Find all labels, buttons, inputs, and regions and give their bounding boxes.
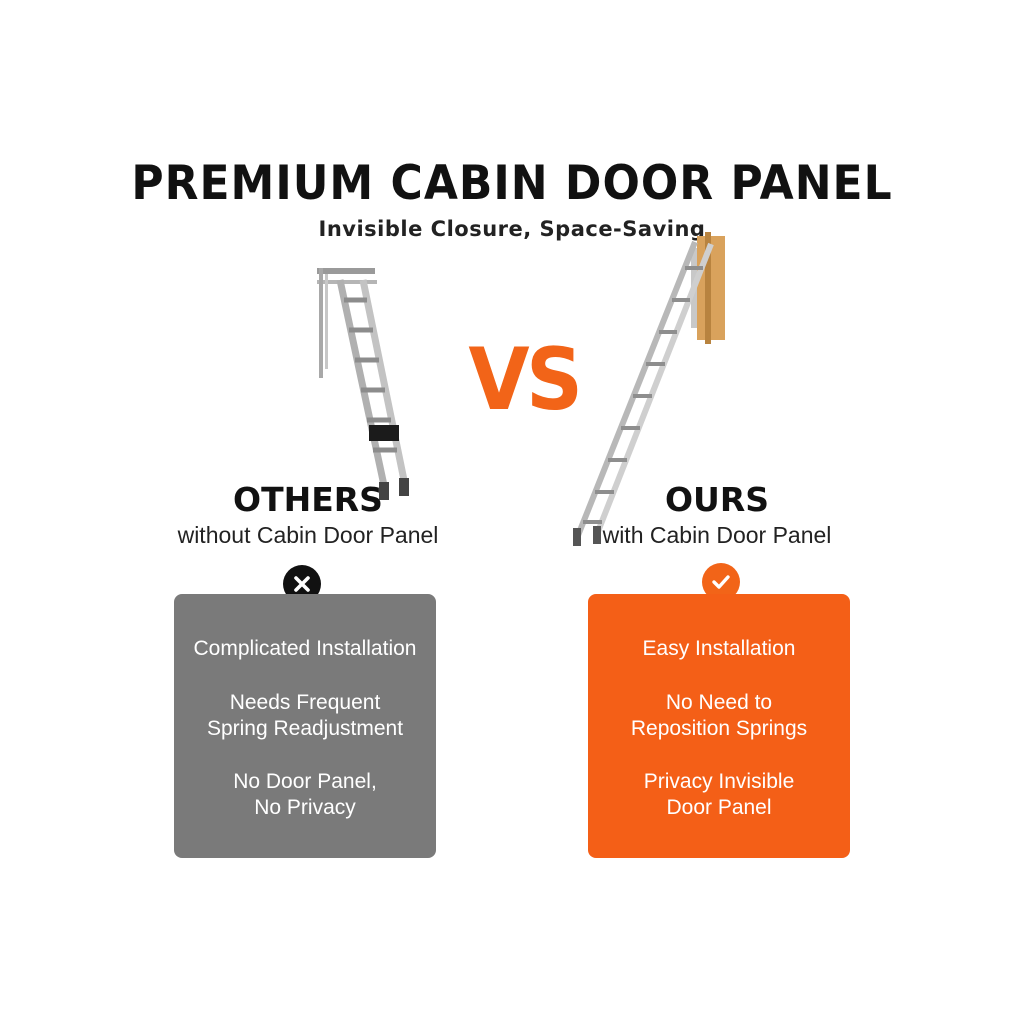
ours-subheading: with Cabin Door Panel <box>602 522 832 548</box>
others-feature-3: Spring Readjustment <box>206 717 404 740</box>
ours-feature-2: No Need to <box>665 691 773 714</box>
others-feature-2: Needs Frequent <box>229 691 381 714</box>
ours-feature-3: Reposition Springs <box>630 717 808 740</box>
others-feature-5: No Privacy <box>254 796 356 819</box>
others-subheading: without Cabin Door Panel <box>177 522 439 548</box>
ours-heading: OURS <box>664 480 770 519</box>
others-heading: OTHERS <box>233 480 383 519</box>
ours-feature-1: Easy Installation <box>642 637 796 660</box>
page-title: PREMIUM CABIN DOOR PANEL <box>131 155 893 212</box>
vs-label: VS <box>468 330 583 430</box>
others-ladder-image <box>317 268 409 500</box>
ours-feature-4: Privacy Invisible <box>643 770 795 793</box>
others-feature-1: Complicated Installation <box>193 637 417 660</box>
ours-feature-5: Door Panel <box>666 796 772 819</box>
others-feature-4: No Door Panel, <box>233 770 377 793</box>
others-features-card: Complicated Installation Needs Frequent … <box>174 594 436 858</box>
ours-ladder-image <box>573 232 725 546</box>
page-subtitle: Invisible Closure, Space-Saving <box>318 217 706 241</box>
ours-features-card: Easy Installation No Need to Reposition … <box>588 594 850 858</box>
